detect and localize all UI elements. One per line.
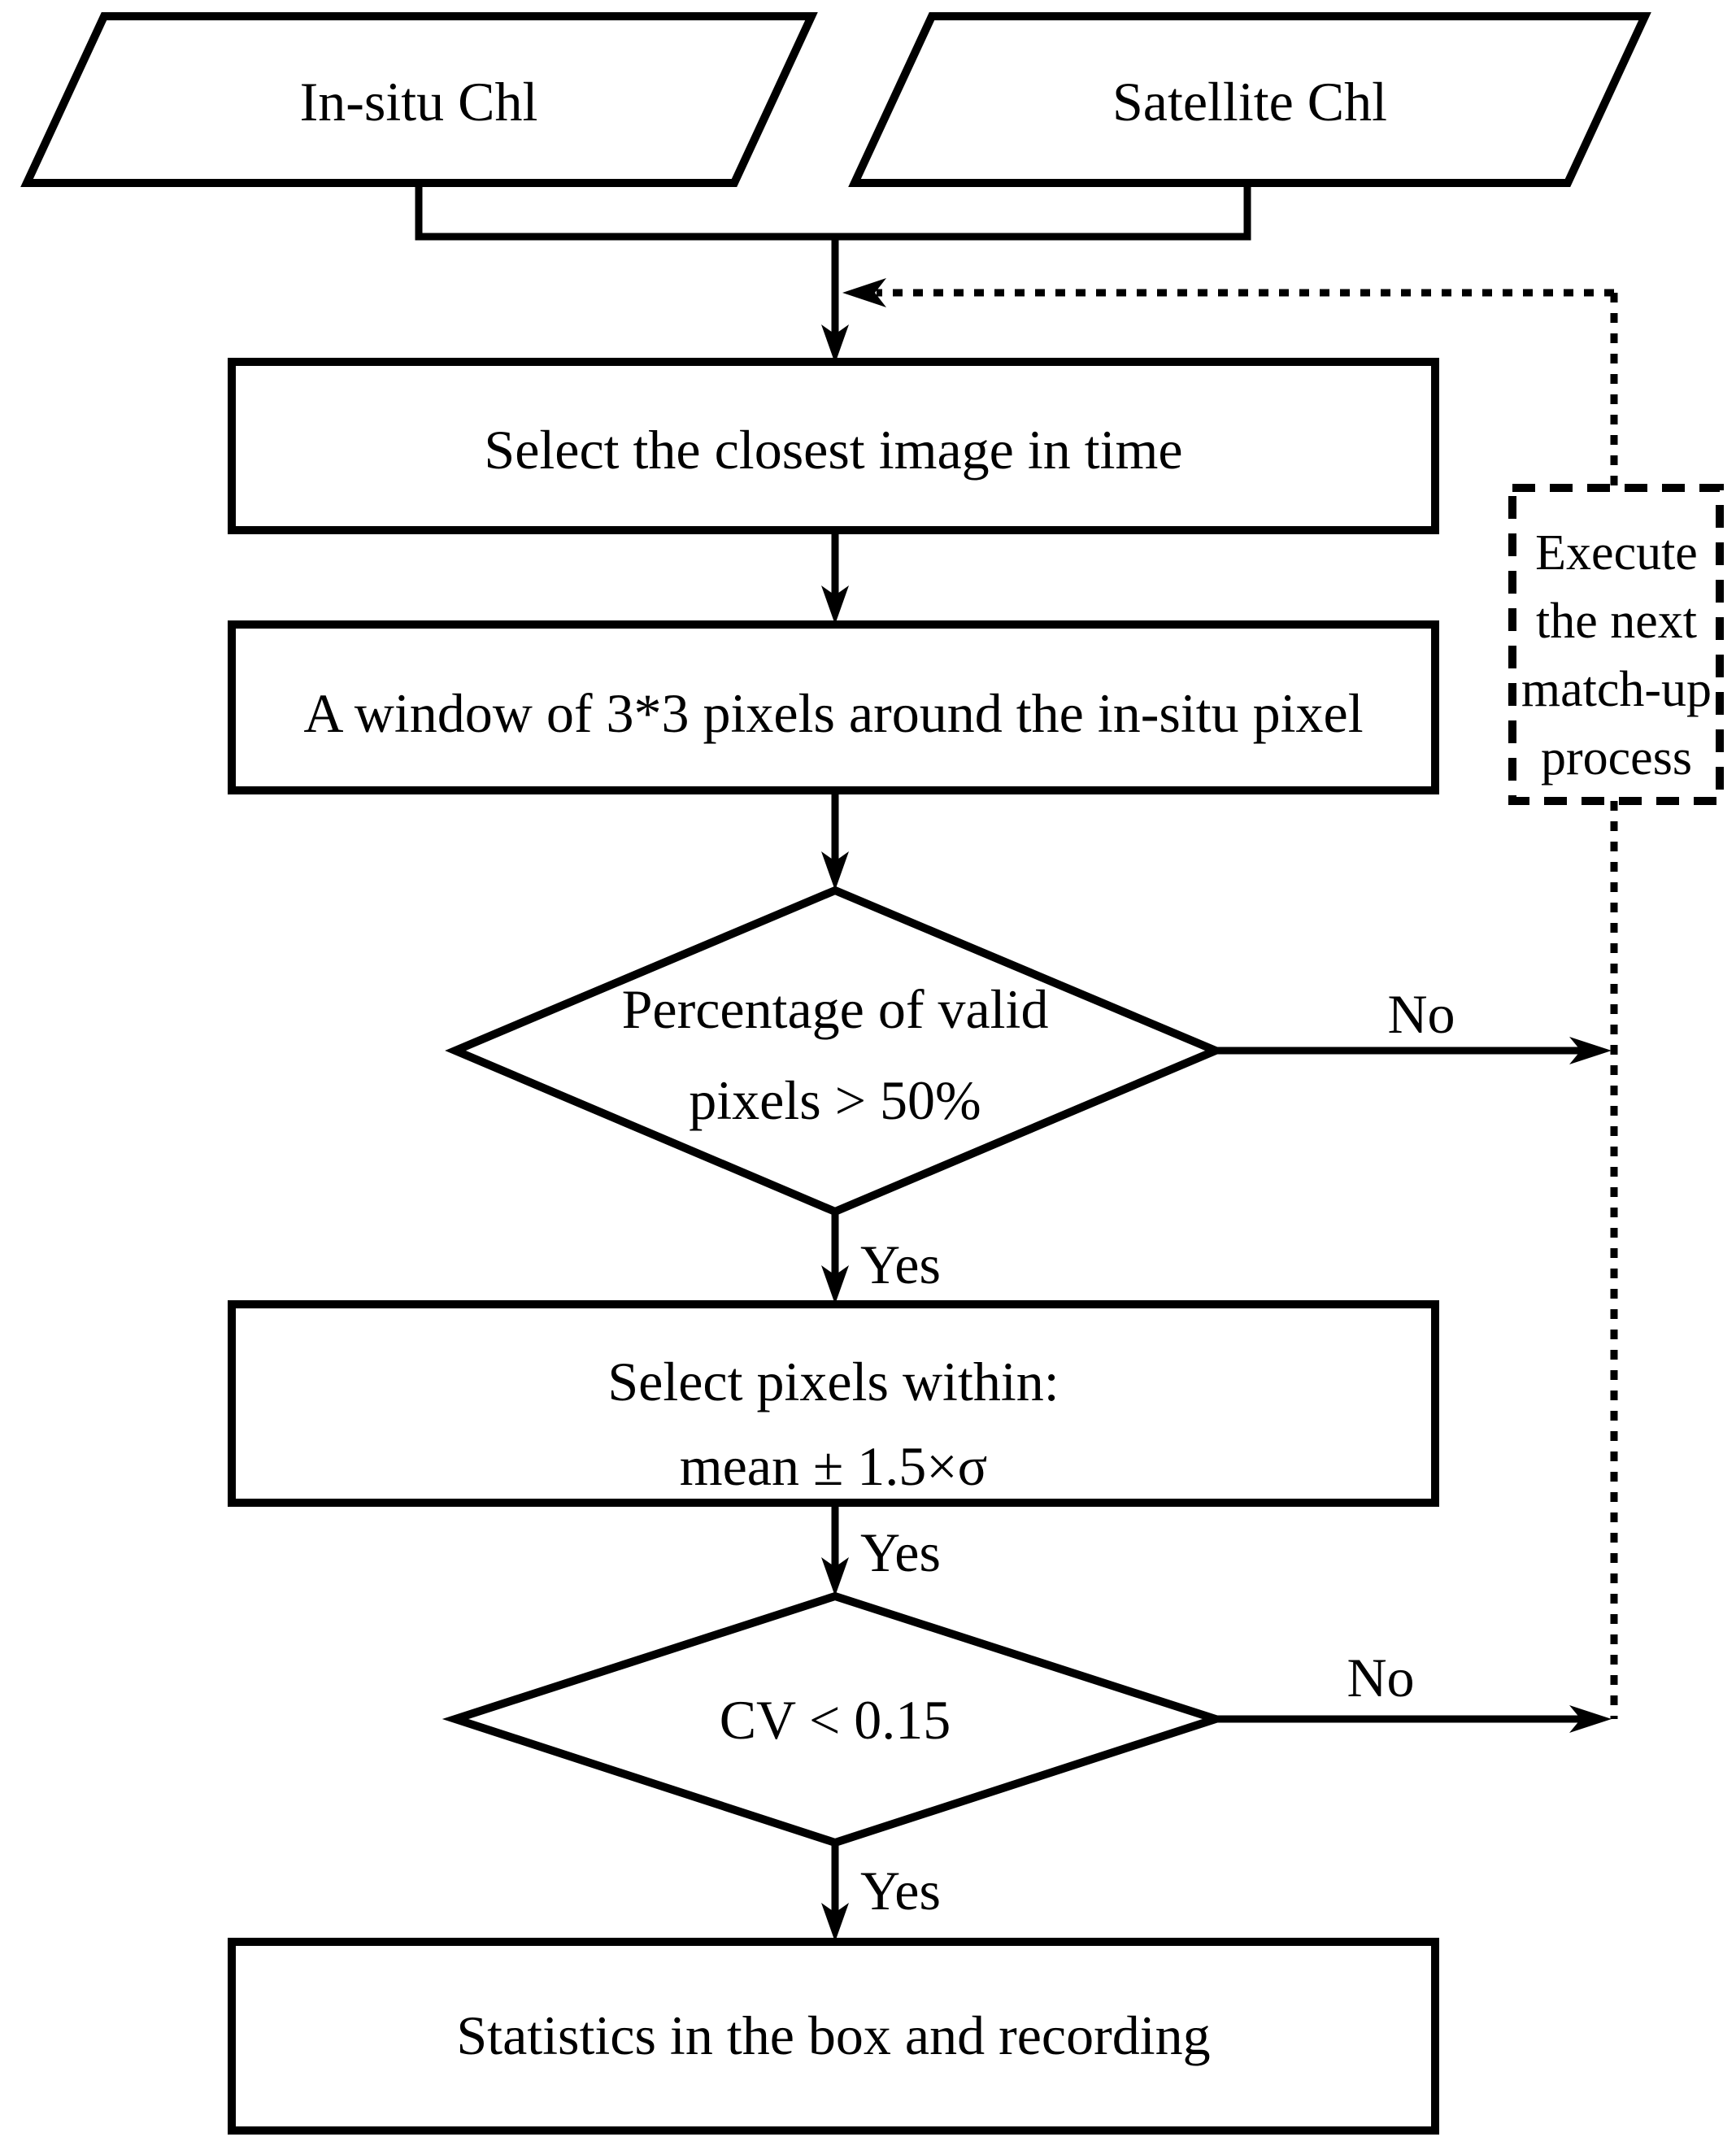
input-satellite-chl [848, 12, 1651, 187]
decision-cv-label: CV < 0.15 [720, 1689, 951, 1751]
edge-no1-arrowhead [1569, 1037, 1612, 1064]
loop-execute-box [1508, 484, 1724, 805]
edge-yes3-label: Yes [860, 1860, 941, 1922]
loop-execute-label-line2: the next [1536, 594, 1697, 649]
process-selectpixels-box [228, 1300, 1439, 1507]
input-insitu-chl-label: In-situ Chl [300, 71, 538, 133]
decision-validpixels-label-line1: Percentage of valid [622, 978, 1049, 1040]
arrowhead-into-statistics [821, 1903, 849, 1942]
arrowhead-into-cv [821, 1557, 849, 1596]
decision-validpixels-label-line2: pixels > 50% [689, 1069, 981, 1131]
arrowhead-into-select-image [821, 324, 849, 363]
arrowhead-into-window [821, 585, 849, 625]
arrowhead-into-selectpixels [821, 1265, 849, 1304]
process-selectpixels-label-line1: Select pixels within: [607, 1351, 1059, 1412]
process-statistics-label: Statistics in the box and recording [456, 2004, 1210, 2066]
process-window-label: A window of 3*3 pixels around the in-sit… [303, 682, 1363, 744]
loop-execute-label-line3: match-up [1521, 662, 1712, 717]
process-select-image-label: Select the closest image in time [484, 419, 1182, 481]
loop-execute-label-line4: process [1541, 730, 1692, 786]
feedback-arrowhead-left [842, 278, 886, 307]
edge-yes1-label: Yes [860, 1234, 941, 1295]
edge-no2-label: No [1347, 1647, 1414, 1708]
edge-no1-label: No [1387, 983, 1455, 1045]
edge-yes2-label: Yes [860, 1521, 941, 1583]
process-statistics-box [228, 1938, 1439, 2135]
edge-no2-arrowhead [1569, 1705, 1612, 1733]
input-satellite-chl-label: Satellite Chl [1112, 71, 1387, 133]
input-insitu-chl [20, 12, 818, 187]
process-selectpixels-label-line2: mean ± 1.5×σ [680, 1435, 988, 1497]
arrowhead-into-validpixels [821, 851, 849, 890]
loop-execute-label-line1: Execute [1535, 525, 1698, 581]
